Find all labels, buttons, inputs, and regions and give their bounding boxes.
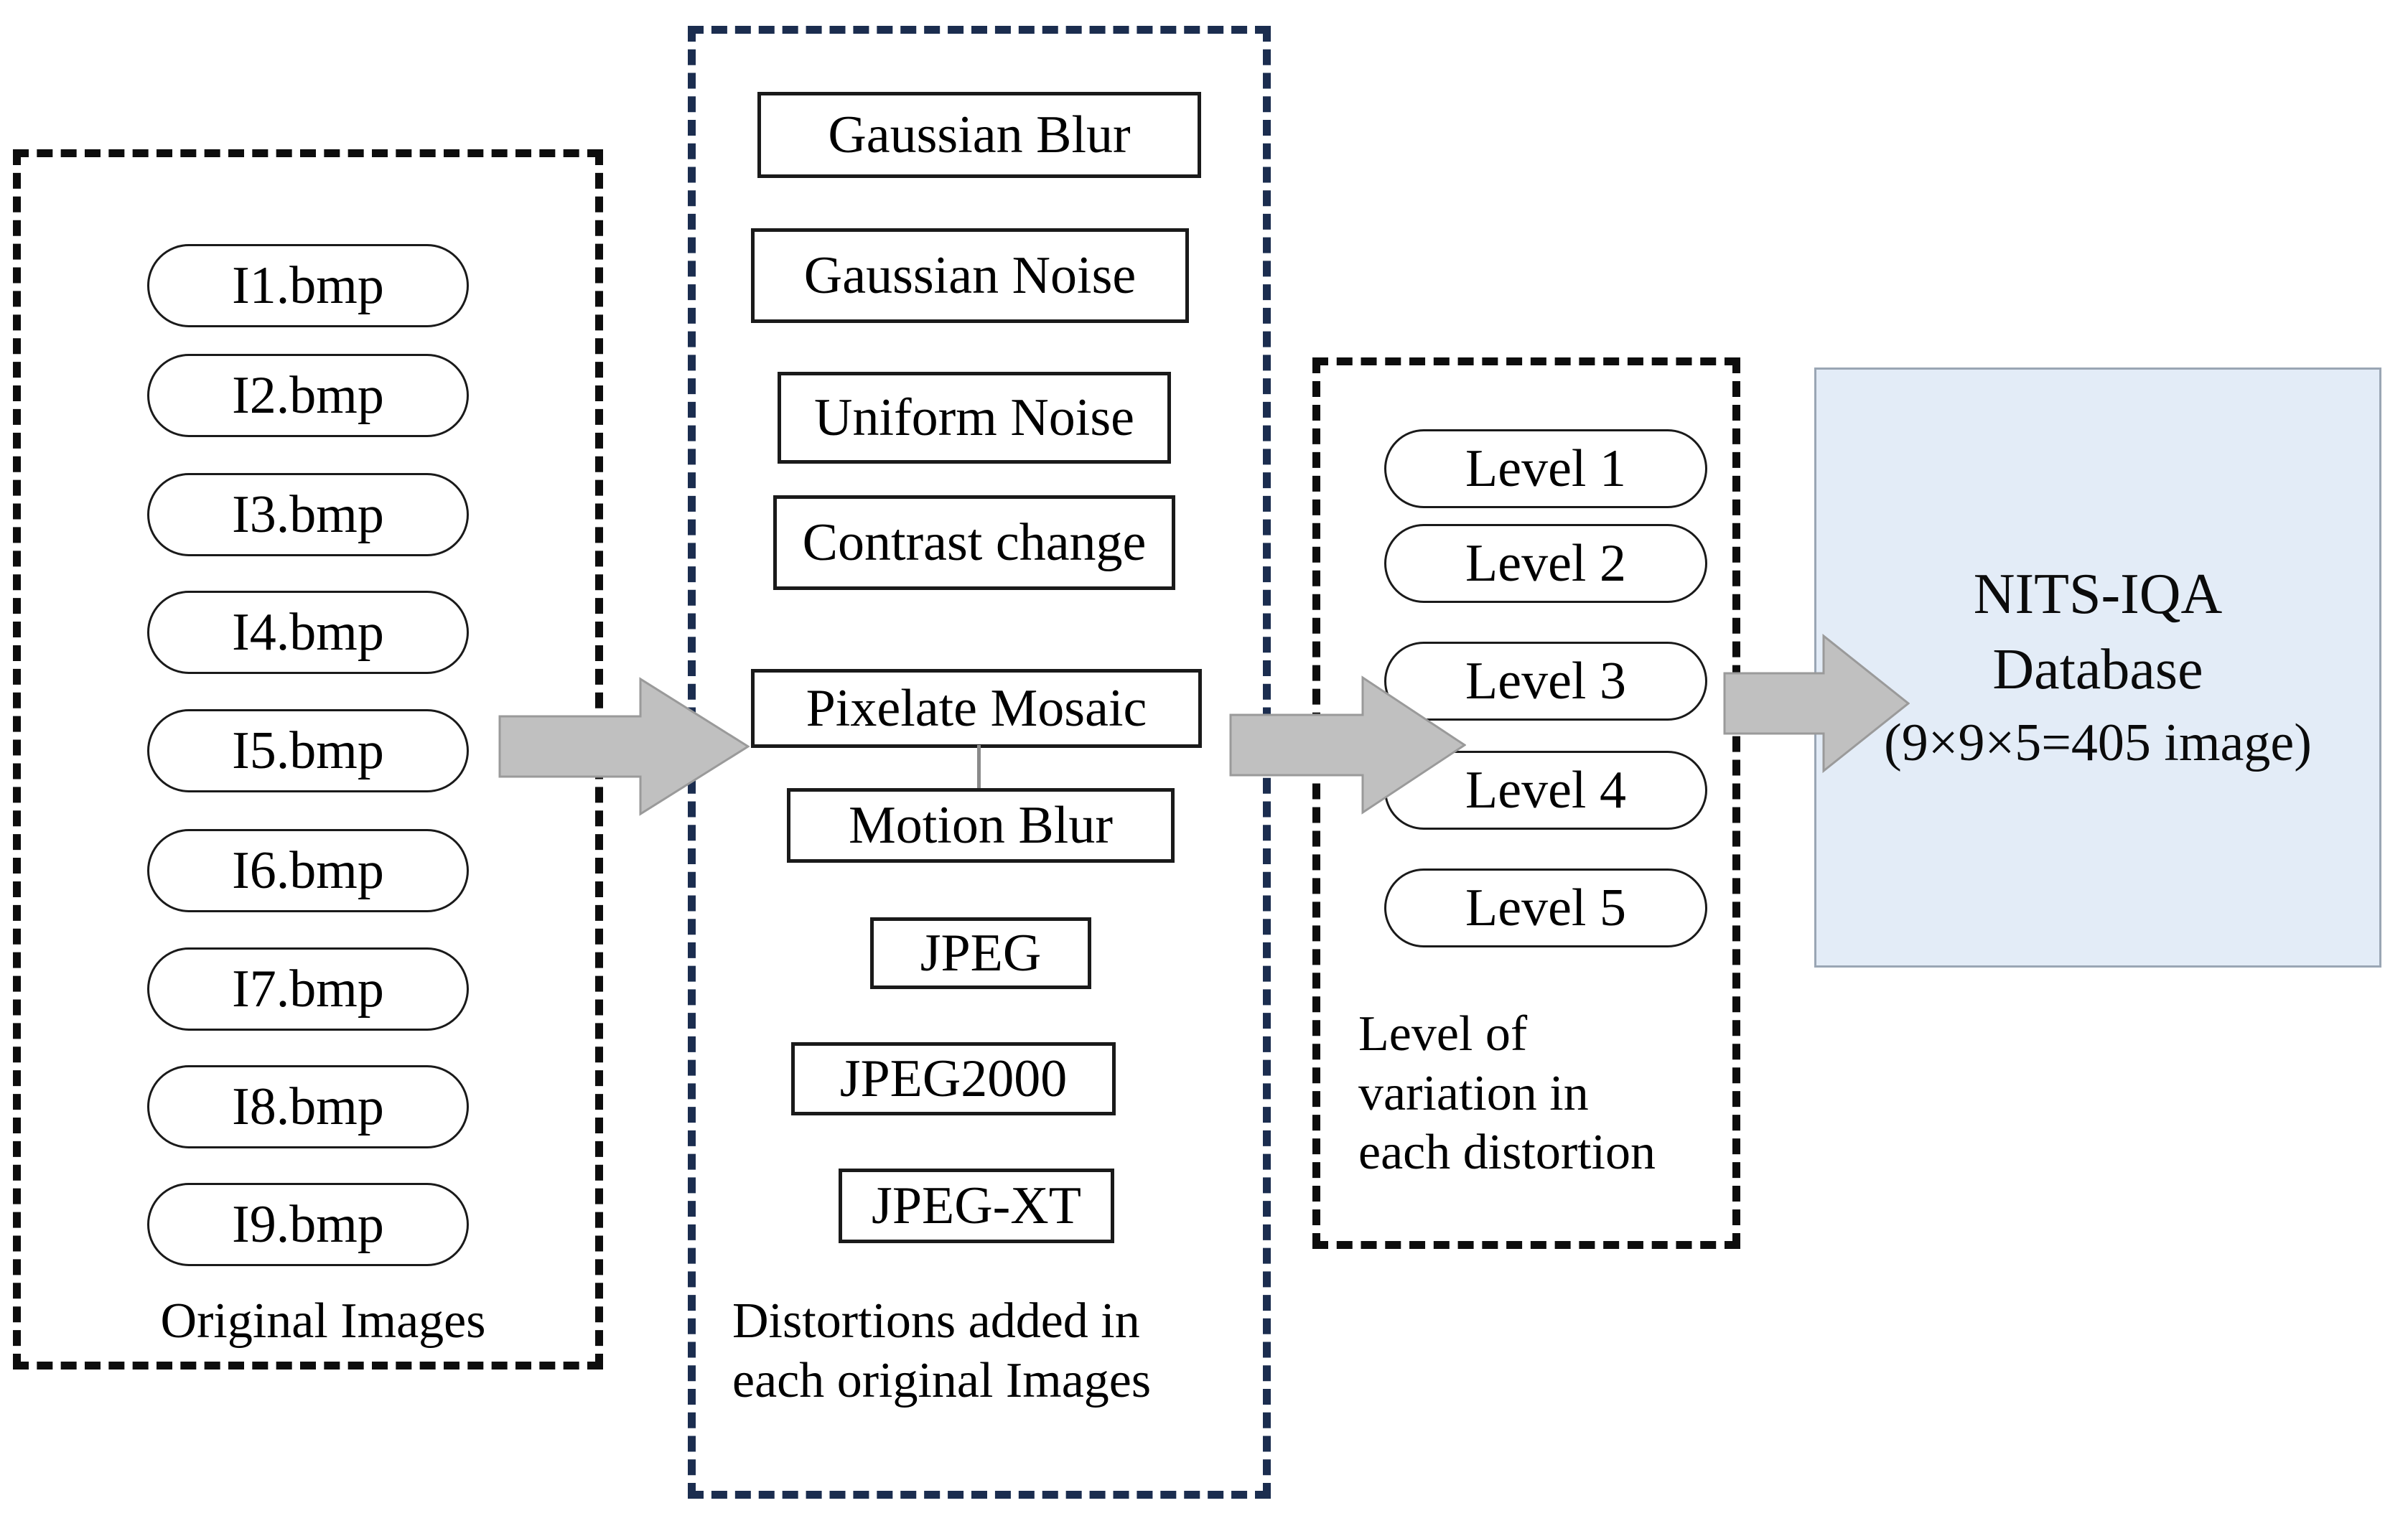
original-image-label: I7.bmp [232, 960, 384, 1019]
original-images-caption: Original Images [160, 1293, 486, 1349]
database-formula: (9×9×5=405 image) [1884, 713, 2312, 772]
original-image-label: I2.bmp [232, 366, 384, 425]
list-item[interactable]: I7.bmp [147, 947, 469, 1031]
list-item[interactable]: I6.bmp [147, 829, 469, 912]
original-image-label: I1.bmp [232, 256, 384, 315]
list-item[interactable]: Contrast change [773, 495, 1175, 590]
list-item[interactable]: Pixelate Mosaic [751, 669, 1202, 748]
list-item[interactable]: Level 1 [1384, 429, 1707, 508]
distortion-label: JPEG2000 [839, 1049, 1068, 1108]
level-label: Level 4 [1465, 761, 1626, 820]
distortion-label: Gaussian Noise [803, 246, 1137, 305]
original-image-label: I9.bmp [232, 1195, 384, 1254]
original-image-label: I3.bmp [232, 485, 384, 544]
original-image-label: I6.bmp [232, 841, 384, 900]
arrow-originals-to-distortions-icon [498, 675, 750, 818]
levels-group [1312, 357, 1740, 1249]
list-item[interactable]: Uniform Noise [778, 372, 1171, 464]
list-item[interactable]: Level 4 [1384, 751, 1707, 830]
nits-iqa-database-panel[interactable]: NITS-IQA Database (9×9×5=405 image) [1814, 367, 2381, 968]
distortion-label: Motion Blur [849, 796, 1113, 855]
database-subtitle: Database [1992, 638, 2203, 702]
list-item[interactable]: Motion Blur [787, 788, 1175, 863]
original-image-label: I5.bmp [232, 721, 384, 780]
list-item[interactable]: I8.bmp [147, 1065, 469, 1148]
distortions-caption: Distortions added in each original Image… [732, 1293, 1152, 1408]
list-item[interactable]: Level 2 [1384, 524, 1707, 603]
original-image-label: I4.bmp [232, 603, 384, 662]
database-text-block: NITS-IQA Database (9×9×5=405 image) [1884, 557, 2312, 779]
level-label: Level 2 [1465, 534, 1626, 593]
list-item[interactable]: JPEG2000 [791, 1042, 1116, 1115]
list-item[interactable]: JPEG [870, 917, 1091, 989]
list-item[interactable]: I4.bmp [147, 591, 469, 674]
list-item[interactable]: Level 3 [1384, 642, 1707, 721]
original-image-label: I8.bmp [232, 1077, 384, 1136]
list-item[interactable]: I9.bmp [147, 1183, 469, 1266]
list-item[interactable]: Gaussian Noise [751, 228, 1189, 323]
arrow-distortions-to-levels-icon [1229, 673, 1466, 817]
levels-caption: Level of variation in each distortion [1358, 1006, 1656, 1181]
distortion-label: JPEG [920, 924, 1042, 983]
list-item[interactable]: I2.bmp [147, 354, 469, 437]
distortion-label: Uniform Noise [814, 388, 1134, 447]
distortion-label: Gaussian Blur [828, 106, 1131, 164]
level-label: Level 3 [1465, 652, 1626, 711]
list-item[interactable]: I5.bmp [147, 709, 469, 792]
distortion-label: Contrast change [802, 513, 1147, 572]
level-label: Level 5 [1465, 879, 1626, 937]
distortion-label: Pixelate Mosaic [806, 679, 1147, 738]
arrow-levels-to-database-icon [1723, 632, 1910, 775]
list-item[interactable]: JPEG-XT [839, 1169, 1114, 1243]
list-item[interactable]: Gaussian Blur [757, 92, 1201, 178]
connector-line [977, 745, 981, 790]
list-item[interactable]: Level 5 [1384, 868, 1707, 947]
database-title: NITS-IQA [1973, 562, 2223, 626]
list-item[interactable]: I3.bmp [147, 473, 469, 556]
level-label: Level 1 [1465, 439, 1626, 498]
distortion-label: JPEG-XT [872, 1176, 1081, 1235]
list-item[interactable]: I1.bmp [147, 244, 469, 327]
